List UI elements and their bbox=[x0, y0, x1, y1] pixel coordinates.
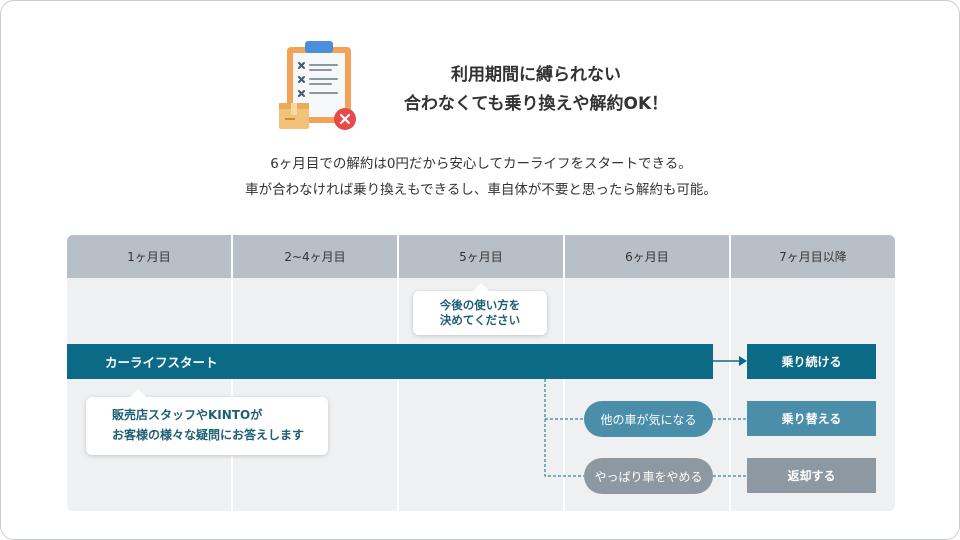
outcome-return: 返却する bbox=[747, 458, 876, 493]
description-line-2: 車が合わなければ乗り換えもできるし、車自体が不要と思ったら解約も可能。 bbox=[245, 182, 717, 198]
decide-bubble-line-1: 今後の使い方を bbox=[439, 298, 521, 312]
column-divider bbox=[729, 235, 731, 511]
arrow-right-icon bbox=[739, 356, 747, 366]
outcome-continue: 乗り続ける bbox=[747, 344, 876, 379]
support-bubble: 販売店スタッフやKINTOが お客様の様々な疑問にお答えします bbox=[86, 389, 328, 455]
option-quit-car: やっぱり車をやめる bbox=[584, 458, 713, 494]
description: 6ヶ月目での解約は0円だから安心してカーライフをスタートできる。 車が合わなけれ… bbox=[81, 151, 881, 203]
close-circle-icon bbox=[334, 108, 356, 130]
description-line-1: 6ヶ月目での解約は0円だから安心してカーライフをスタートできる。 bbox=[270, 156, 692, 172]
column-header-month-1: 1ヶ月目 bbox=[67, 235, 231, 278]
headline: 利用期間に縛られない 合わなくても乗り換えや解約OK！ bbox=[361, 61, 711, 119]
column-header-month-7-plus: 7ヶ月目以降 bbox=[731, 235, 895, 278]
clipboard-checklist-icon bbox=[275, 41, 361, 133]
flow-connectors bbox=[544, 356, 747, 477]
decide-usage-bubble: 今後の使い方を 決めてください bbox=[413, 283, 547, 335]
column-header-month-6: 6ヶ月目 bbox=[565, 235, 729, 278]
timeline-panel: 1ヶ月目 2~4ヶ月目 5ヶ月目 6ヶ月目 7ヶ月目以降 今後の使い方を 決めて… bbox=[67, 235, 895, 511]
column-header-month-5: 5ヶ月目 bbox=[399, 235, 563, 278]
car-life-start-bar: カーライフスタート bbox=[67, 344, 713, 379]
support-bubble-line-2: お客様の様々な疑問にお答えします bbox=[112, 428, 305, 442]
headline-line-1: 利用期間に縛られない bbox=[451, 65, 621, 85]
outcome-switch: 乗り替える bbox=[747, 401, 876, 436]
option-other-car: 他の車が気になる bbox=[584, 401, 713, 437]
column-header-month-2-4: 2~4ヶ月目 bbox=[233, 235, 397, 278]
package-icon bbox=[279, 103, 309, 129]
decide-bubble-line-2: 決めてください bbox=[439, 313, 521, 327]
support-bubble-line-1: 販売店スタッフやKINTOが bbox=[112, 408, 263, 422]
headline-line-2: 合わなくても乗り換えや解約OK！ bbox=[403, 94, 669, 114]
